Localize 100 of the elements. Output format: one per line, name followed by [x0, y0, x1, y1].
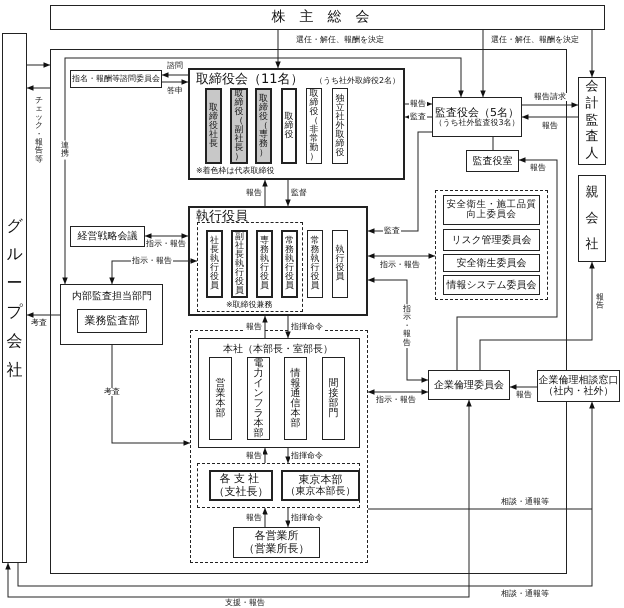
edge-label: 指揮命令: [290, 323, 324, 331]
officer-box: 副社長執行役員: [231, 230, 248, 298]
edge-label: 指示・報告: [403, 304, 411, 348]
officer-box: 社長執行役員: [206, 230, 223, 298]
arrow: [480, 30, 486, 98]
edge-label: 監査: [383, 227, 401, 235]
committee-box: 安全衛生・施工品質向上委員会: [443, 195, 540, 225]
heading: 取締役会（11名）: [196, 73, 304, 88]
arrow: [522, 102, 578, 108]
committee-box: リスク管理委員会: [443, 229, 540, 251]
edge-label: 相談・通報等: [500, 590, 550, 598]
arrow: [456, 157, 558, 370]
arrow: [262, 448, 268, 464]
arrow: [275, 30, 281, 68]
committee-box: 企業倫理委員会: [428, 370, 510, 400]
director-box: 取締役（専務）: [255, 88, 272, 164]
committee-box: 安全衛生委員会: [443, 254, 540, 272]
edge-label: 諮問: [166, 62, 184, 70]
edge-label: 指示・報告: [375, 396, 417, 404]
division-box: 電力インフラ本部: [247, 357, 270, 440]
board-box: [188, 68, 405, 180]
edge-label: 連携: [61, 140, 69, 160]
edge-label: 報告: [245, 189, 263, 197]
arrow: [112, 344, 190, 446]
subheading: （支社長）: [214, 486, 268, 498]
division-box: 間接部門: [322, 357, 345, 440]
sales-office-box: [233, 527, 320, 558]
arrow: [285, 448, 291, 464]
arrow: [285, 180, 291, 206]
heading: 監査役会（5名）: [435, 106, 519, 119]
edge-label: 指示・報告: [145, 240, 187, 248]
edge-label: チェック・報告等: [35, 95, 43, 165]
division-box: 情報通信本部: [284, 357, 307, 440]
parent-company-box: 親会社: [578, 175, 606, 262]
arrow: [368, 389, 428, 395]
edge-label: 報告: [541, 122, 559, 130]
heading: 各支社: [220, 473, 262, 486]
officer-box: 常務執行役員: [281, 230, 298, 298]
committee-box: 指名・報酬等諮問委員会: [70, 70, 162, 88]
heading: 内部監査担当部門: [72, 291, 152, 302]
officer-box: 専務執行役員: [256, 230, 273, 298]
edge-label: 考査: [103, 388, 121, 396]
arrow: [368, 132, 432, 234]
edge-label: 監査: [409, 113, 427, 121]
edge-label: 監督: [290, 189, 308, 197]
dashed-group: [197, 463, 360, 508]
subheading: （東京本部長）: [286, 486, 356, 498]
edge-label: 報告: [245, 323, 263, 331]
arrow: [5, 400, 472, 598]
audit-office-box: 監査役室: [466, 150, 519, 172]
dashed-group: [197, 222, 303, 312]
arrow: [522, 114, 578, 120]
edge-label: 指揮命令: [290, 452, 324, 460]
auditor-board-box: [432, 97, 522, 137]
subheading: （社内・社外）: [544, 386, 614, 397]
edge-label: 報告: [596, 292, 604, 312]
department-box: [60, 284, 163, 345]
arrow: [26, 62, 50, 68]
arrow: [26, 312, 60, 318]
edge-label: 選任・解任、報酬を決定: [490, 36, 580, 44]
edge-label: 指揮命令: [290, 514, 324, 522]
headquarters-box: [198, 338, 360, 448]
subheading: （うち社外監査役3名）: [434, 118, 520, 128]
edge-label: 報告: [515, 391, 533, 399]
meeting-box: 経営戦略会議: [70, 226, 145, 247]
arrow: [510, 384, 538, 390]
heading: 本社（本部長・室部長）: [223, 344, 333, 355]
arrow: [262, 316, 268, 338]
arrow: [162, 72, 188, 78]
edge-label: 報告: [529, 164, 547, 172]
edge-label: 答申: [166, 87, 184, 95]
heading: 東京本部: [298, 474, 342, 486]
committee-box: 情報システム委員会: [443, 275, 540, 295]
arrow: [262, 180, 268, 206]
edge-label: 指示・報告: [131, 257, 173, 265]
edge-label: 考査: [30, 319, 48, 327]
arrow: [589, 30, 595, 78]
branch-box: [209, 470, 273, 501]
edge-label: 報告請求: [533, 93, 567, 101]
arrow: [480, 262, 595, 370]
edge-label: 報告: [409, 100, 427, 108]
edge-label: 支援・報告: [224, 599, 266, 607]
subheading: （うち社外取締役2名）: [315, 77, 400, 86]
arrow: [26, 85, 50, 91]
edge-label: 選任・解任、報酬を決定: [295, 36, 385, 44]
arrow: [62, 58, 464, 284]
director-box: 取締役（副社長）: [230, 88, 248, 164]
heading: 企業倫理相談窓口: [538, 375, 618, 386]
arrow: [285, 316, 291, 338]
note: ※着色枠は代表取締役: [196, 167, 275, 176]
consultation-box: [537, 370, 620, 402]
department-box: 業務監査部: [77, 309, 147, 333]
branch-box: [281, 470, 360, 501]
director-box: 独立社外取締役: [332, 88, 348, 164]
officer-box: 常務執行役員: [307, 230, 323, 298]
edge-label: 報告: [245, 514, 263, 522]
division-box: 営業本部: [209, 357, 232, 440]
arrow: [162, 79, 188, 85]
accounting-auditor-box: 会計監査人: [578, 77, 606, 165]
note: ※取締役兼務: [226, 301, 273, 310]
